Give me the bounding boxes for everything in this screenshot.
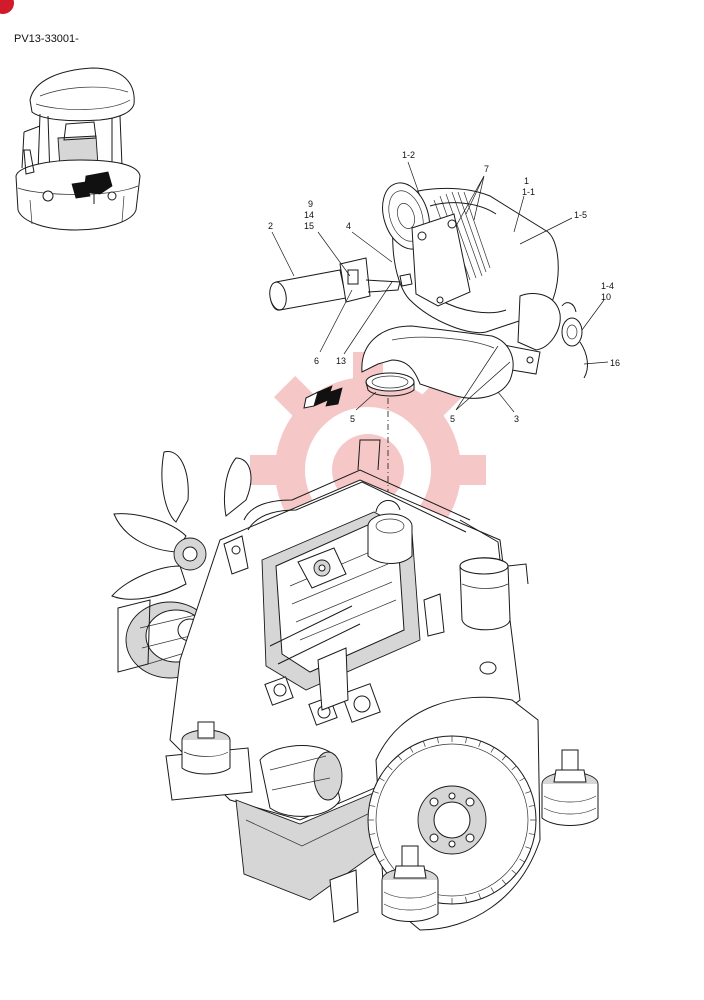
direction-arrow-icon (303, 385, 343, 409)
engine-mount-right (541, 749, 599, 826)
callout-13: 13 (336, 356, 346, 366)
callout-6: 6 (314, 356, 319, 366)
callout-9: 9 (308, 199, 313, 209)
callout-2: 2 (268, 221, 273, 231)
callout-16: 16 (610, 358, 620, 368)
corner-tab-icon (0, 0, 14, 14)
callout-1-5: 1-5 (574, 210, 587, 220)
inlet-pipe (269, 257, 401, 311)
callout-14: 14 (304, 210, 314, 220)
callout-1: 1 (524, 176, 529, 186)
engine-mount-left (165, 721, 253, 801)
callout-15: 15 (304, 221, 314, 231)
air-cleaner-assembly (382, 182, 588, 379)
callout-1-4: 1-4 (601, 281, 614, 291)
machine-locator-icon (15, 67, 141, 231)
callout-4: 4 (346, 221, 351, 231)
callout-5-left: 5 (350, 414, 355, 424)
intake-hose (361, 325, 514, 399)
callout-5-right: 5 (450, 414, 455, 424)
callout-1-2: 1-2 (402, 150, 415, 160)
callout-7: 7 (484, 164, 489, 174)
leader-lines (271, 161, 609, 413)
callout-10: 10 (601, 292, 611, 302)
engine-mount-front (381, 845, 439, 922)
document-code: PV13-33001- (14, 33, 79, 45)
callout-1-1: 1-1 (522, 187, 535, 197)
callout-labels: 1-2 7 1 1-1 1-5 9 14 15 4 2 1-4 10 16 6 … (268, 150, 620, 424)
engine-block (111, 439, 599, 931)
callout-3: 3 (514, 414, 519, 424)
